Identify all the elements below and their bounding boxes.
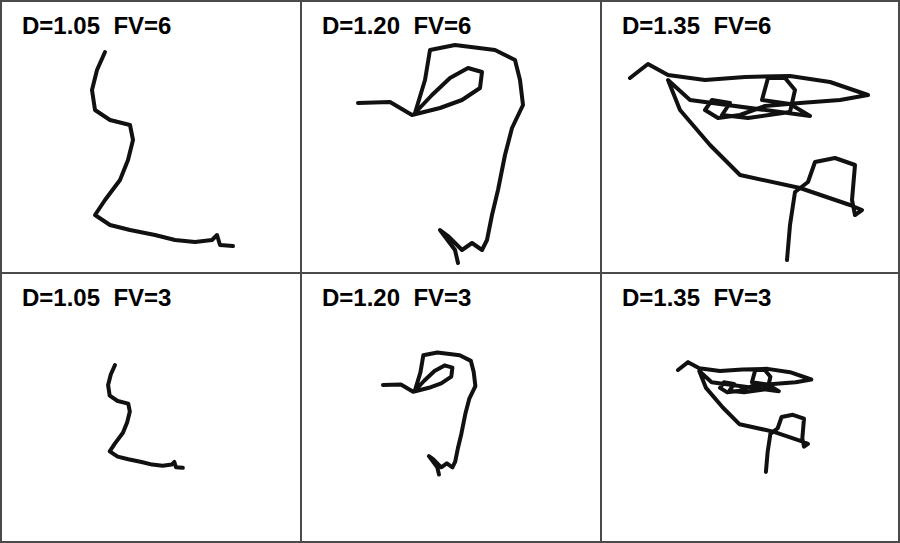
random-walk-path [92,52,233,246]
figure-panel: D=1.20 FV=6 [300,0,602,274]
panel-label: D=1.35 FV=3 [622,284,771,313]
figure-panel: D=1.20 FV=3 [300,272,602,543]
panel-label: D=1.05 FV=3 [22,284,171,313]
panel-label: D=1.20 FV=6 [322,12,471,41]
figure-panel: D=1.05 FV=3 [0,272,302,543]
figure-panel: D=1.05 FV=6 [0,0,302,274]
random-walk-path [358,45,523,263]
random-walk-path [678,362,811,472]
random-walk-path [630,64,868,260]
random-walk-path [108,365,183,468]
random-walk-path [383,353,475,475]
panel-label: D=1.20 FV=3 [322,284,471,313]
figure-panel: D=1.35 FV=6 [600,0,900,274]
panel-label: D=1.05 FV=6 [22,12,171,41]
panel-label: D=1.35 FV=6 [622,12,771,41]
figure-panel: D=1.35 FV=3 [600,272,900,543]
